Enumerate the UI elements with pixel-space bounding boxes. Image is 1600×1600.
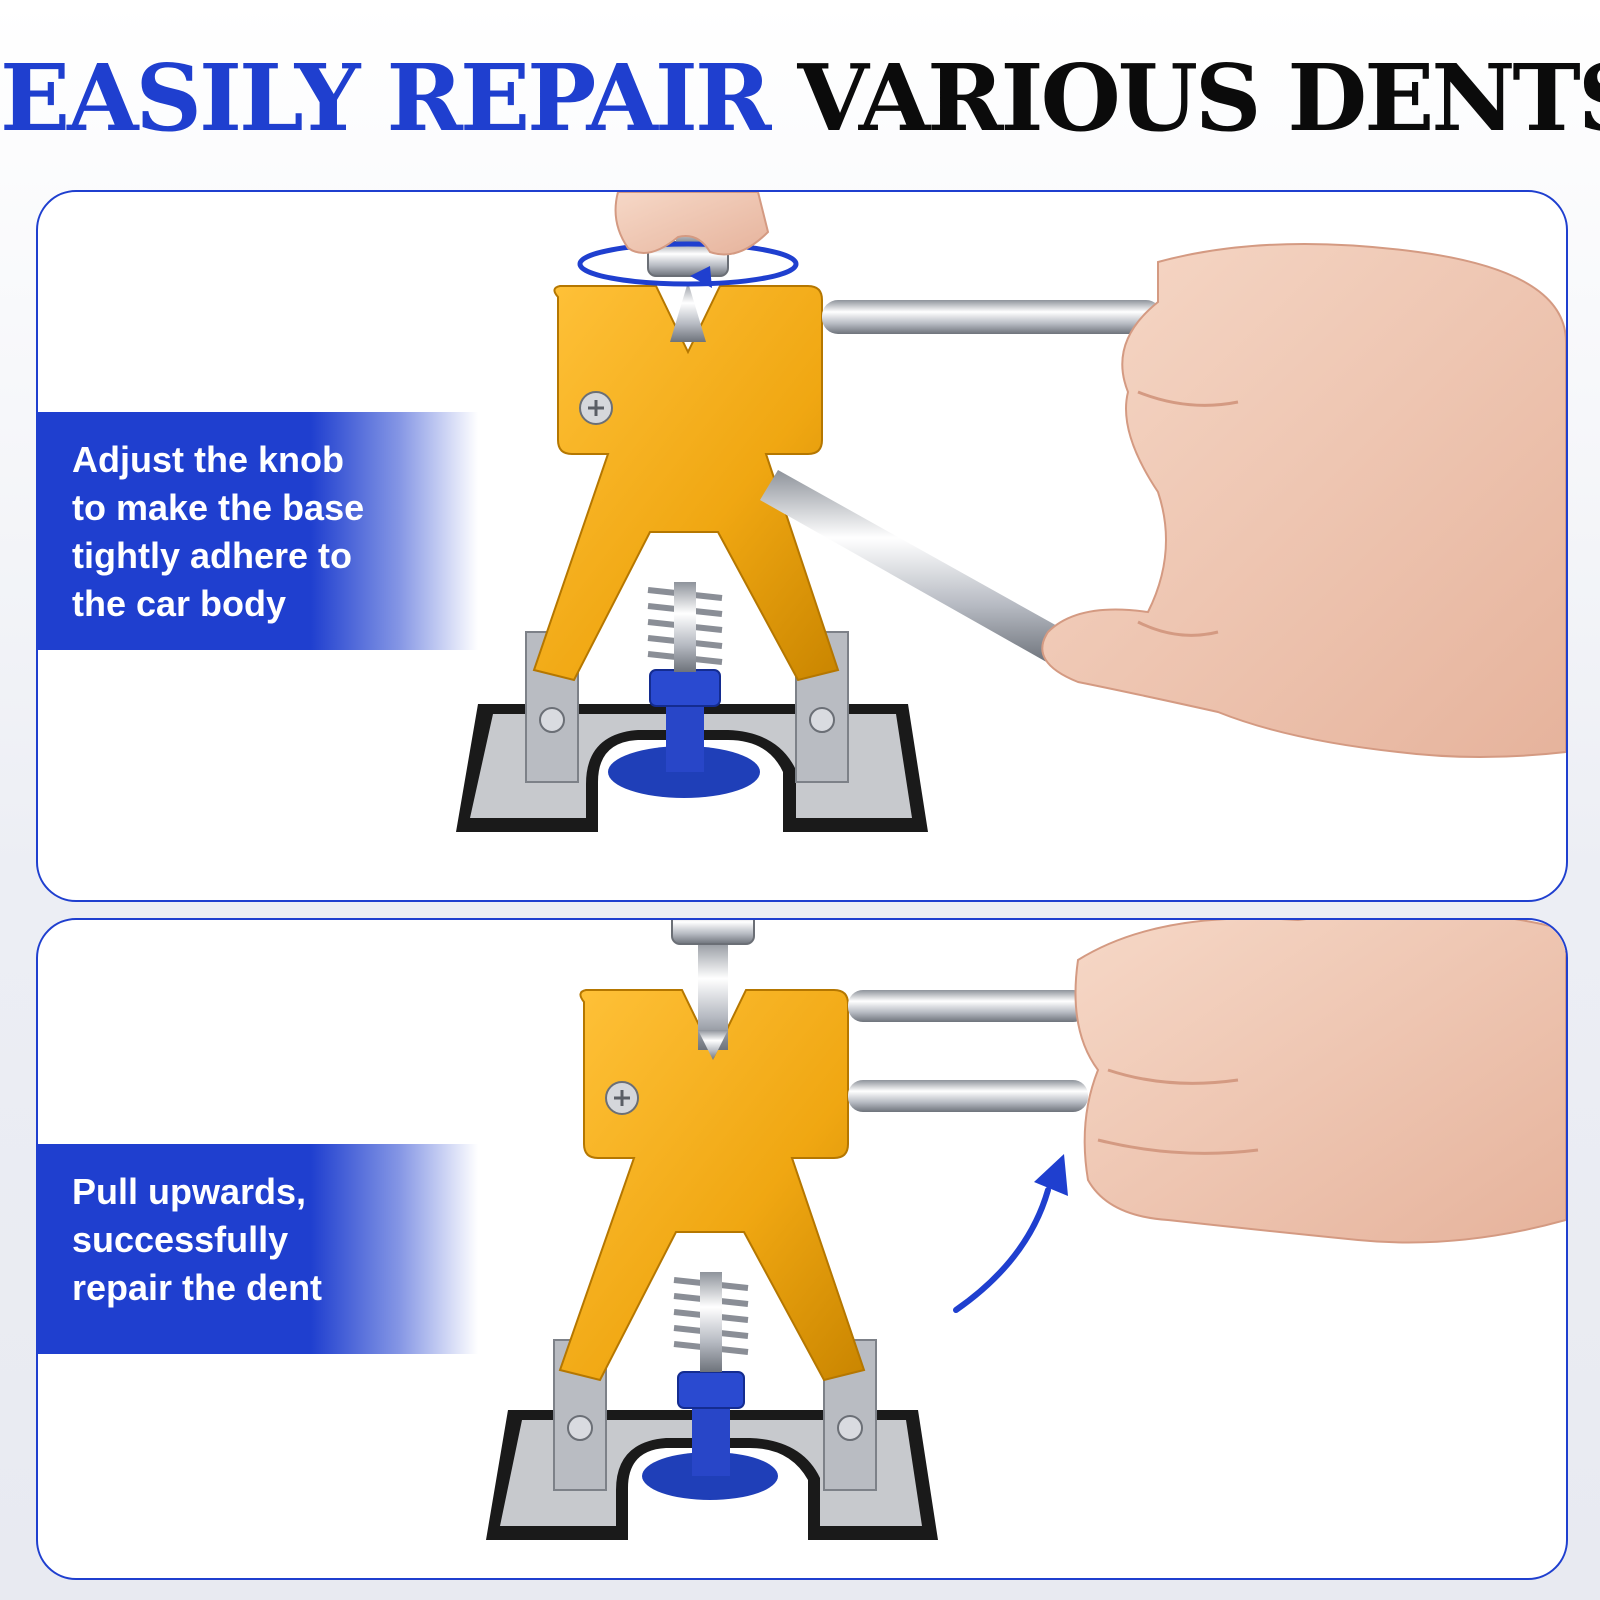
page-headline: EASILY REPAIR VARIOUS DENTS [0,52,1600,144]
upper-handle-bar [822,300,1162,334]
gold-puller-body [558,989,866,1382]
lower-handle-bar [760,470,1068,664]
gripping-hand [1041,243,1566,758]
dent-puller-pull-illustration [486,920,1566,1540]
caption-line: the car body [72,583,287,624]
caption-line: Pull upwards, [72,1171,307,1212]
caption-line: tightly adhere to [72,535,353,576]
step-panel-adjust: Adjust the knob to make the base tightly… [36,190,1568,902]
fingers-turning-knob [614,192,770,256]
step-caption-pull: Pull upwards, successfully repair the de… [38,1144,478,1354]
caption-line: successfully [72,1219,289,1260]
step-caption-adjust: Adjust the knob to make the base tightly… [38,412,478,650]
step-panel-pull: Pull upwards, successfully repair the de… [36,918,1568,1580]
pulling-fist [1074,920,1566,1244]
headline-blue-part: EASILY REPAIR [0,44,771,152]
rotation-arrow [577,241,799,287]
pull-upward-arrow [953,1187,1051,1313]
knurled-knob [671,920,755,945]
caption-line: repair the dent [72,1267,323,1308]
gold-puller-body [532,285,840,682]
upper-handle-bar [848,990,1088,1022]
caption-line: to make the base [72,487,365,528]
lower-handle-bar [848,1080,1088,1112]
headline-black-part: VARIOUS DENTS [797,44,1600,152]
caption-line: Adjust the knob [72,439,344,480]
dent-puller-adjust-illustration [456,192,1566,832]
